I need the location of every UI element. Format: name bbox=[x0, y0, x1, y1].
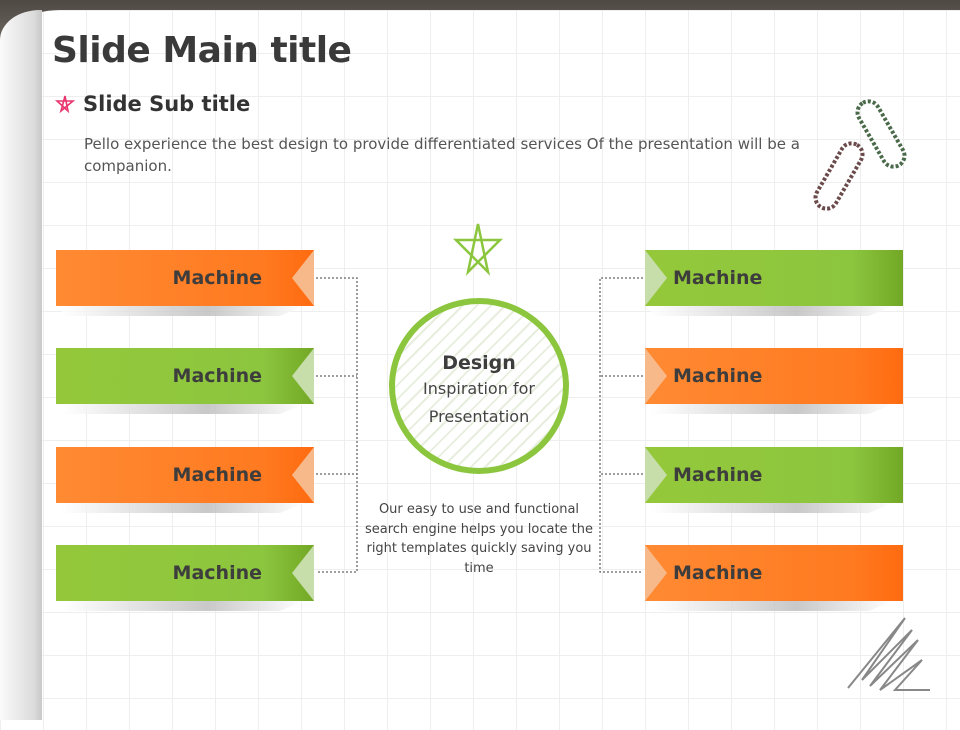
page-title: Slide Main title bbox=[52, 30, 352, 71]
right-ribbon-3[interactable]: Machine bbox=[645, 447, 903, 503]
right-ribbon-1[interactable]: Machine bbox=[645, 250, 903, 306]
center-circle: Design Inspiration for Presentation bbox=[389, 298, 569, 474]
connector-lines bbox=[316, 277, 643, 573]
star-doodle-icon bbox=[452, 223, 504, 276]
slide-subtitle: Slide Sub title bbox=[83, 92, 251, 116]
left-ribbon-4[interactable]: Machine bbox=[56, 545, 314, 601]
right-ribbon-4[interactable]: Machine bbox=[645, 545, 903, 601]
subtitle-row: Slide Sub title bbox=[55, 92, 250, 116]
left-ribbon-2[interactable]: Machine bbox=[56, 348, 314, 404]
ribbon-label: Machine bbox=[673, 464, 763, 486]
ribbon-notch bbox=[292, 348, 314, 404]
left-ribbon-3[interactable]: Machine bbox=[56, 447, 314, 503]
ribbon-label: Machine bbox=[172, 562, 262, 584]
ribbon-notch bbox=[645, 250, 667, 306]
star-doodle-icon bbox=[55, 95, 75, 114]
right-ribbon-2[interactable]: Machine bbox=[645, 348, 903, 404]
left-ribbon-1[interactable]: Machine bbox=[56, 250, 314, 306]
center-heading: Design bbox=[442, 352, 516, 374]
paperclip-icon bbox=[813, 99, 907, 211]
ribbon-notch bbox=[645, 545, 667, 601]
ribbon-notch bbox=[292, 447, 314, 503]
ribbon-notch bbox=[292, 545, 314, 601]
ribbon-label: Machine bbox=[673, 267, 763, 289]
center-line-1: Inspiration for bbox=[423, 379, 535, 398]
body-text: Our easy to use and functional search en… bbox=[364, 502, 594, 576]
description: Pello experience the best design to prov… bbox=[84, 135, 800, 175]
page-curl bbox=[0, 10, 42, 720]
ribbon-label: Machine bbox=[172, 464, 262, 486]
ribbon-notch bbox=[645, 348, 667, 404]
ribbon-label: Machine bbox=[172, 267, 262, 289]
center-line-2: Presentation bbox=[428, 407, 530, 426]
ribbon-label: Machine bbox=[673, 365, 763, 387]
scribble-icon bbox=[847, 617, 930, 691]
ribbon-label: Machine bbox=[172, 365, 262, 387]
ribbon-notch bbox=[645, 447, 667, 503]
ribbon-label: Machine bbox=[673, 562, 763, 584]
ribbon-notch bbox=[292, 250, 314, 306]
